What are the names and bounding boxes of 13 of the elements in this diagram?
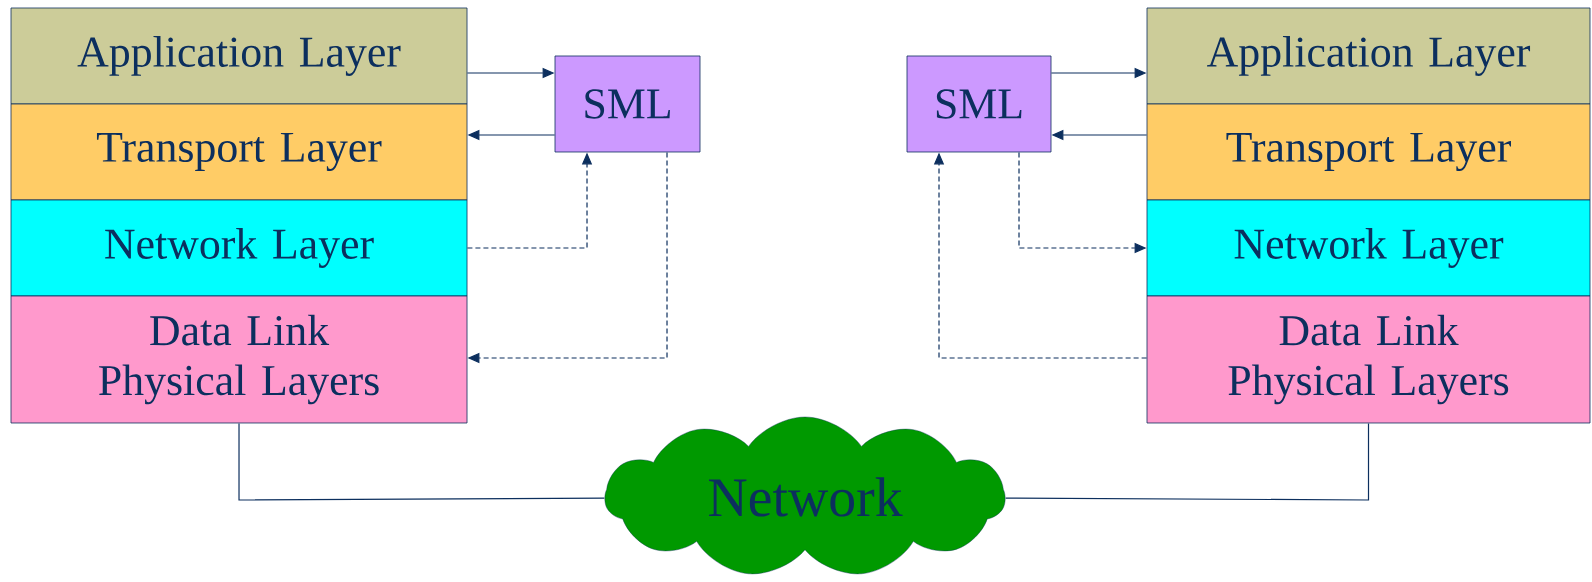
layer-box: Data Link Physical Layers bbox=[1146, 295, 1591, 424]
layer-box: Transport Layer bbox=[10, 103, 468, 201]
layer-box: Application Layer bbox=[1146, 7, 1591, 105]
sml-box: SML bbox=[906, 55, 1052, 153]
network-cloud: Network bbox=[604, 416, 1006, 575]
layer-box: Transport Layer bbox=[1146, 103, 1591, 201]
connector-line bbox=[1005, 422, 1370, 501]
layer-box: Network Layer bbox=[10, 199, 468, 297]
layer-box: Application Layer bbox=[10, 7, 468, 105]
layer-box: Network Layer bbox=[1146, 199, 1591, 297]
layer-box: Data Link Physical Layers bbox=[10, 295, 468, 424]
connector-line bbox=[238, 422, 605, 501]
sml-box: SML bbox=[554, 55, 701, 153]
